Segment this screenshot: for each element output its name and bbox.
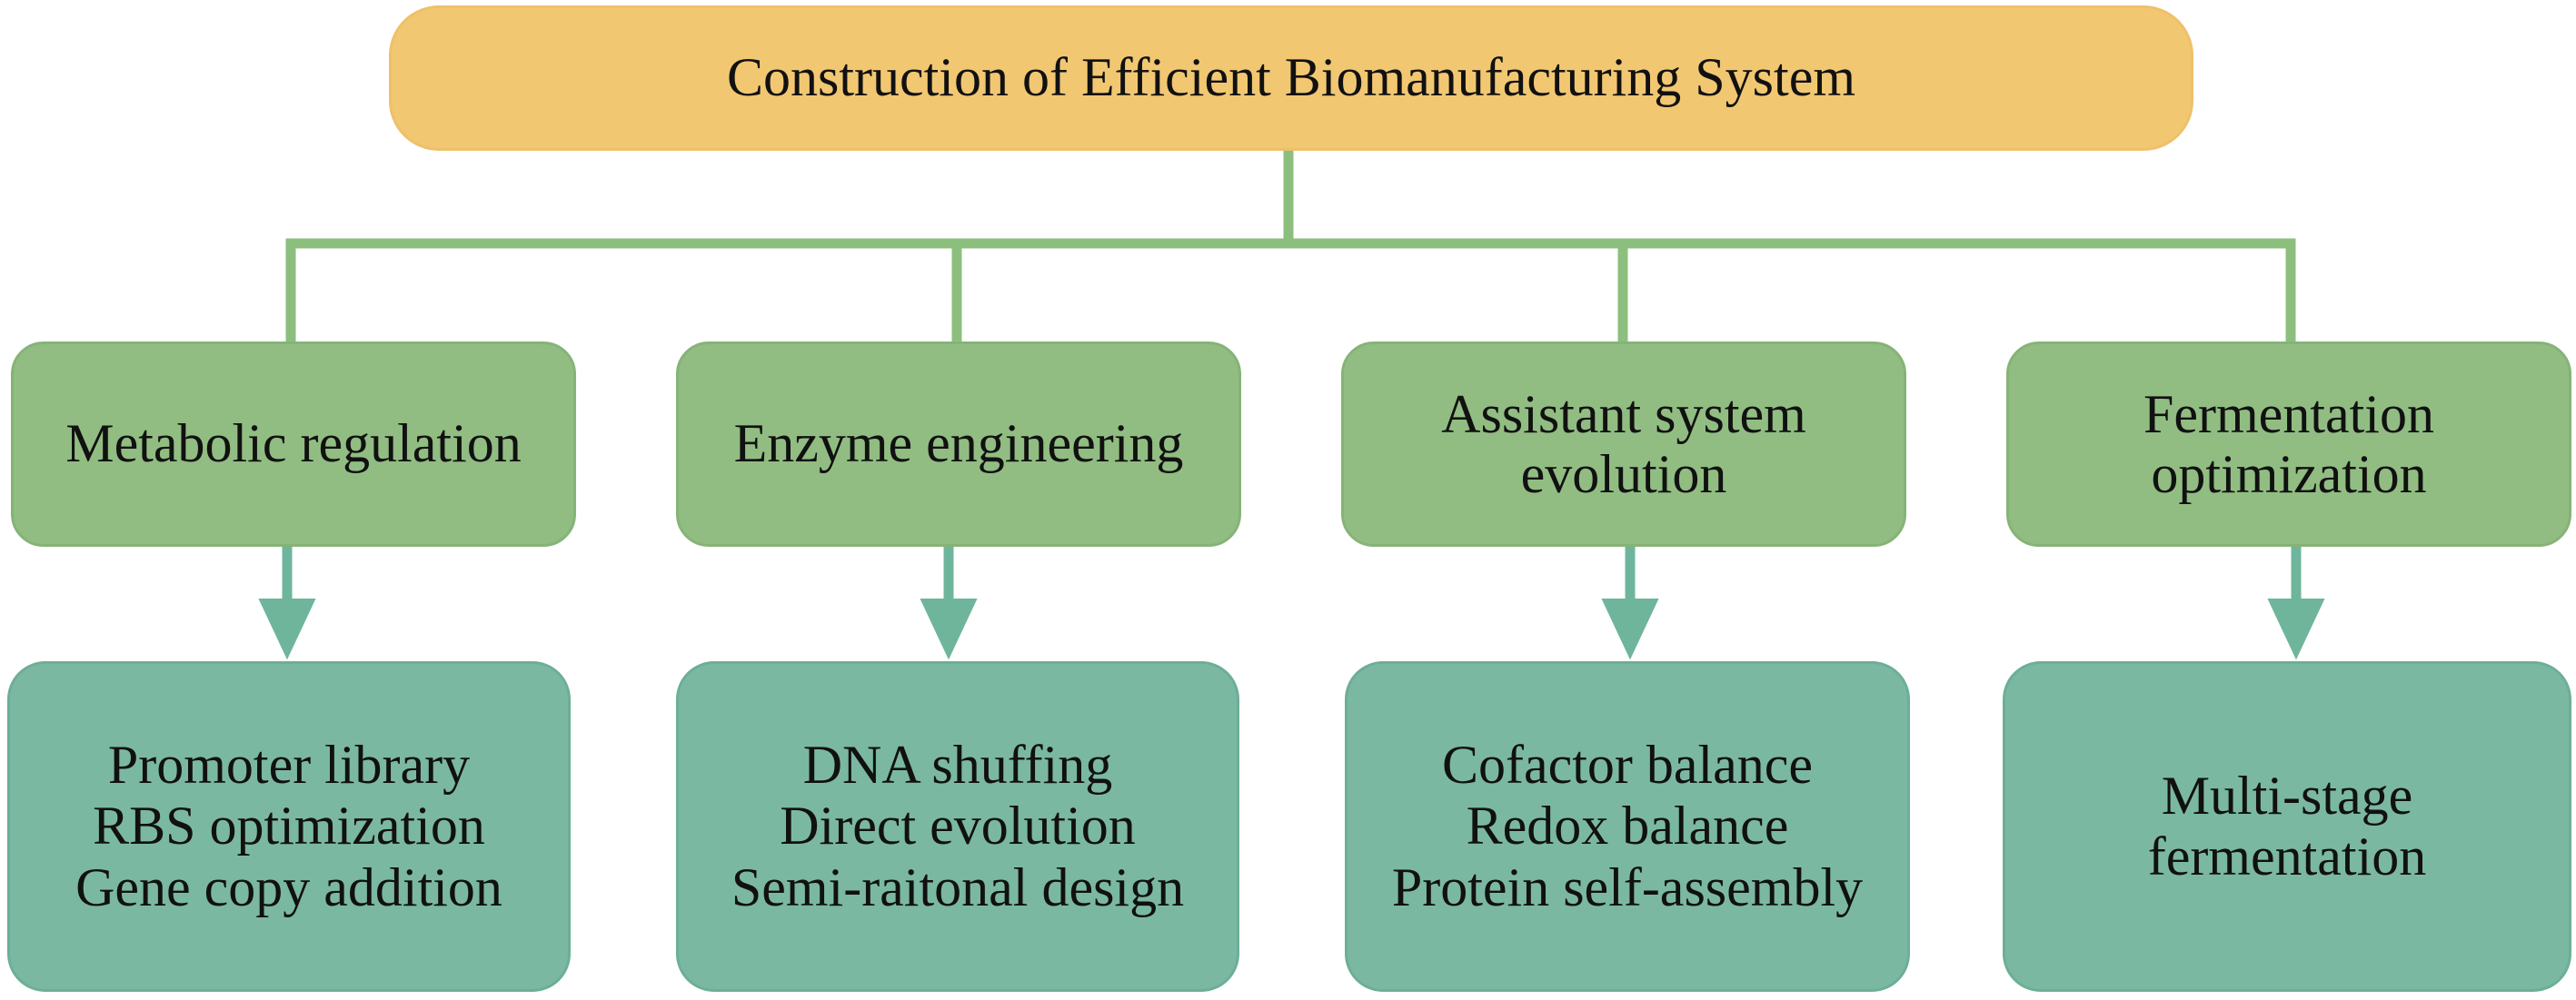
detail-item: Gene copy addition [75, 856, 502, 917]
down-arrow-icon [1601, 547, 1659, 660]
category-node-label-line-1: Assistant system [1441, 384, 1806, 444]
detail-item: Redox balance [1466, 796, 1789, 856]
category-node-assistant-system-evolution: Assistant system evolution [1341, 342, 1906, 547]
detail-node-fermentation: Multi-stage fermentation [2003, 661, 2571, 992]
detail-node-enzyme: DNA shuffing Direct evolution Semi-raito… [676, 661, 1239, 992]
detail-item: Direct evolution [780, 796, 1136, 856]
category-node-label-line-1: Fermentation [2143, 384, 2434, 444]
down-arrow-icon [2267, 547, 2325, 660]
down-arrow-icon [258, 547, 316, 660]
category-node-enzyme-engineering: Enzyme engineering [676, 342, 1241, 547]
detail-item: Multi-stage [2161, 765, 2413, 826]
category-node-label: Enzyme engineering [733, 413, 1184, 474]
detail-item: fermentation [2147, 827, 2427, 886]
root-node: Construction of Efficient Biomanufacturi… [389, 5, 2193, 151]
category-node-label: Metabolic regulation [65, 413, 522, 474]
category-node-label-line-2: evolution [1520, 444, 1727, 504]
category-node-fermentation-optimization: Fermentation optimization [2006, 342, 2571, 547]
detail-node-metabolic: Promoter library RBS optimization Gene c… [7, 661, 571, 992]
detail-item: RBS optimization [93, 796, 485, 856]
down-arrow-icon [920, 547, 978, 660]
detail-node-assistant: Cofactor balance Redox balance Protein s… [1345, 661, 1910, 992]
detail-item: Protein self-assembly [1391, 856, 1864, 917]
category-node-metabolic-regulation: Metabolic regulation [11, 342, 576, 547]
detail-item: Promoter library [107, 735, 471, 796]
root-node-label: Construction of Efficient Biomanufacturi… [726, 47, 1855, 108]
category-node-label-line-2: optimization [2151, 444, 2427, 504]
detail-item: Cofactor balance [1441, 735, 1814, 796]
detail-item: DNA shuffing [802, 735, 1113, 796]
detail-item: Semi-raitonal design [731, 856, 1185, 917]
